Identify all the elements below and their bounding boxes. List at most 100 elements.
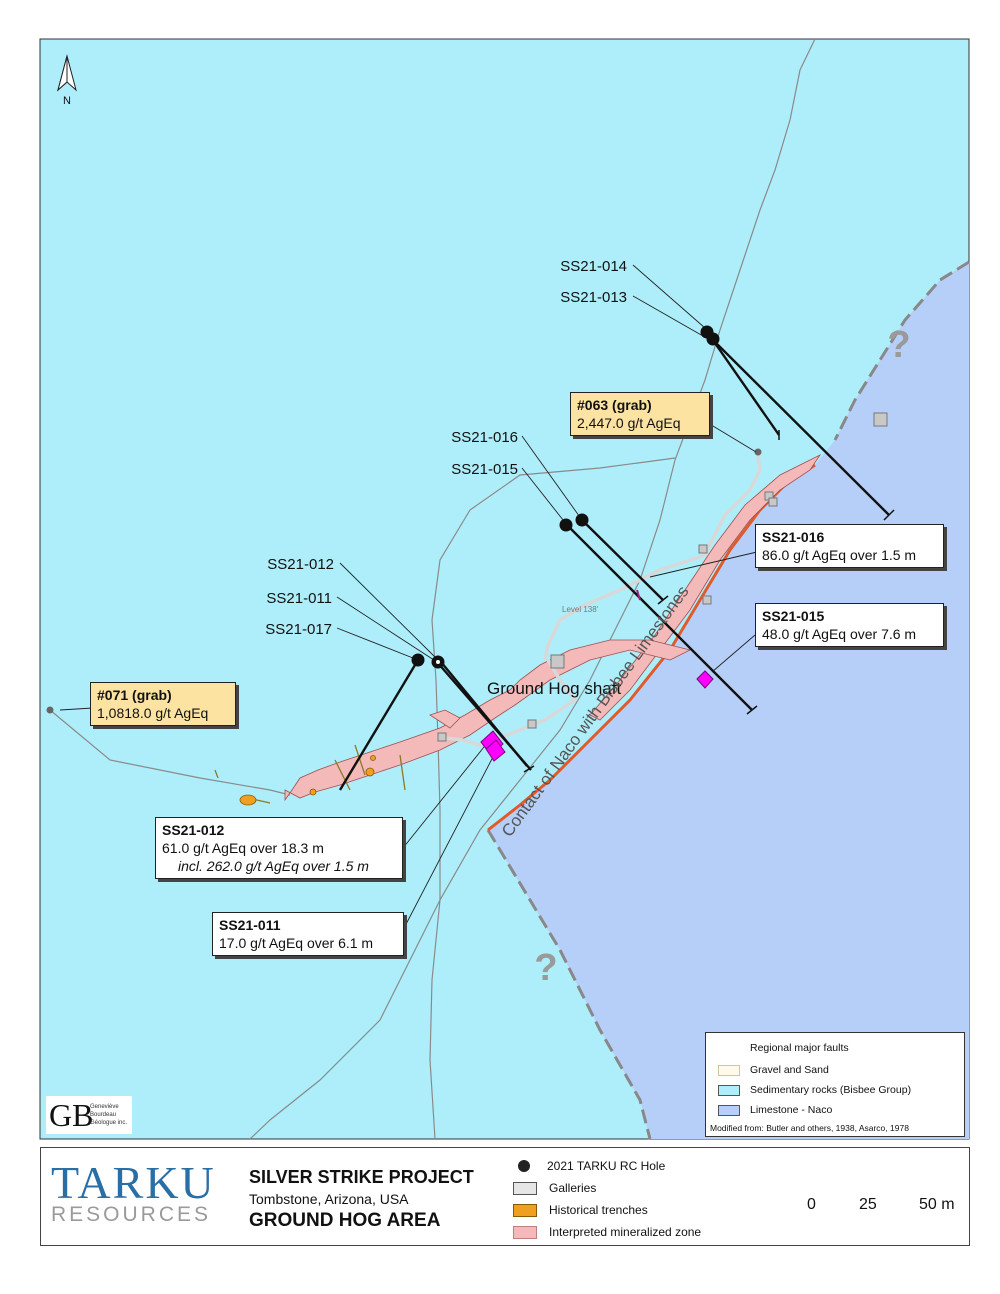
gb-logo-letters: GB xyxy=(49,1097,94,1133)
leader-ss21-011 xyxy=(336,596,438,663)
area-title: GROUND HOG AREA xyxy=(249,1210,441,1231)
trench-pit xyxy=(309,788,317,796)
road-loop xyxy=(429,457,676,1140)
legend-trenches-row: Historical trenches xyxy=(513,1203,648,1217)
leader-ss21-013 xyxy=(632,295,711,341)
gb-logo-line1: Geneviève xyxy=(90,1104,119,1110)
hole-label-ss21-015: SS21-015 xyxy=(451,461,518,478)
north-arrow xyxy=(57,54,77,92)
trace-ss21-015 xyxy=(566,524,753,711)
leader-ss21-016 xyxy=(521,435,583,521)
gallery-marker xyxy=(873,412,888,427)
trace-ss21-017 xyxy=(338,659,420,791)
ground-hog-shaft-label: Ground Hog shaft xyxy=(487,679,621,698)
sample-value-071: 1,0818.0 g/t AgEq xyxy=(97,705,209,721)
level-label: Level 138' xyxy=(562,605,599,614)
leader-ss21-017 xyxy=(336,627,419,661)
legend-hole-label: 2021 TARKU RC Hole xyxy=(547,1159,666,1173)
trace-ss21-013 xyxy=(711,338,890,516)
trench xyxy=(334,759,351,791)
sample-value-063: 2,447.0 g/t AgEq xyxy=(577,415,681,431)
mineralized-zone-small xyxy=(429,709,461,729)
hole-label-ss21-016: SS21-016 xyxy=(451,429,518,446)
trace-ss21-014 xyxy=(707,332,780,436)
leader-011-result xyxy=(402,754,495,931)
legend-galleries-row: Galleries xyxy=(513,1181,596,1195)
north-label: N xyxy=(63,95,71,107)
legend-galleries-label: Galleries xyxy=(549,1181,597,1195)
limestone-naco-area xyxy=(488,262,969,1139)
leader-012-result xyxy=(402,741,489,849)
legend-zone-row: Interpreted mineralized zone xyxy=(513,1225,701,1239)
trench-pit xyxy=(239,794,257,806)
gb-logo-line2: Bourdeau xyxy=(90,1112,117,1118)
regional-fault-sw xyxy=(486,829,652,1140)
title-block: TARKU RESOURCES SILVER STRIKE PROJECT To… xyxy=(40,1147,970,1246)
legend-limestone-swatch xyxy=(718,1104,740,1116)
result-value-ss21-011: 17.0 g/t AgEq over 6.1 m xyxy=(219,935,374,951)
legend-sedimentary-label: Sedimentary rocks (Bisbee Group) xyxy=(750,1084,912,1096)
map-legend: Regional major faults Gravel and Sand Se… xyxy=(705,1032,965,1137)
intercept-ss21-011 xyxy=(485,739,506,762)
sample-callout-063: #063 (grab) 2,447.0 g/t AgEq xyxy=(570,392,710,436)
legend-row-sedimentary: Sedimentary rocks (Bisbee Group) xyxy=(718,1083,911,1097)
collar-ss21-013 xyxy=(706,332,720,346)
gallery-marker xyxy=(698,544,708,554)
leader-ss21-014 xyxy=(632,264,706,329)
legend-hole-row: 2021 TARKU RC Hole xyxy=(513,1159,665,1173)
hole-label-ss21-013: SS21-013 xyxy=(560,289,627,306)
hole-label-ss21-012: SS21-012 xyxy=(267,556,334,573)
scale-label-25: 25 xyxy=(859,1196,877,1213)
gallery-marker xyxy=(702,595,712,605)
hole-label-ss21-014: SS21-014 xyxy=(560,258,627,275)
ground-hog-shaft-marker xyxy=(550,654,565,669)
legend-limestone-label: Limestone - Naco xyxy=(750,1104,833,1116)
hole-label-ss21-017: SS21-017 xyxy=(265,621,332,638)
leader-ss21-015 xyxy=(521,467,568,526)
scale-label-50: 50 m xyxy=(919,1196,955,1213)
tarku-logo-name: TARKU xyxy=(51,1157,216,1208)
gb-logo: GB Geneviève Bourdeau Géologue inc. xyxy=(46,1096,132,1134)
result-title-ss21-012: SS21-012 xyxy=(162,822,225,838)
sample-title-071: #071 (grab) xyxy=(97,687,172,703)
tarku-logo-sub: RESOURCES xyxy=(51,1203,212,1226)
legend-zone-swatch xyxy=(513,1225,537,1239)
gallery-main xyxy=(543,454,762,661)
legend-faults-label: Regional major faults xyxy=(750,1042,849,1054)
trench-pit xyxy=(370,755,376,761)
result-title-ss21-016: SS21-016 xyxy=(762,529,825,545)
question-mark-sw: ? xyxy=(534,947,557,989)
result-value-ss21-015: 48.0 g/t AgEq over 7.6 m xyxy=(762,626,917,642)
result-value-ss21-012: 61.0 g/t AgEq over 18.3 m xyxy=(162,840,324,856)
collar-ss21-017 xyxy=(411,653,425,667)
gallery-lower xyxy=(444,659,578,747)
leader-063 xyxy=(702,419,757,453)
legend-zone-label: Interpreted mineralized zone xyxy=(549,1225,702,1239)
trail-west xyxy=(49,709,291,796)
trench-pit xyxy=(365,767,375,777)
hole-label-ss21-011: SS21-011 xyxy=(266,590,332,607)
question-mark-ne: ? xyxy=(887,324,910,366)
result-value-ss21-016: 86.0 g/t AgEq over 1.5 m xyxy=(762,547,917,563)
leader-015-result xyxy=(711,634,756,673)
leader-016-result xyxy=(649,551,758,578)
trace-ss21-016 xyxy=(581,519,664,601)
legend-hole-swatch xyxy=(518,1160,530,1172)
legend-row-faults: Regional major faults xyxy=(750,1041,849,1055)
leader-ss21-012 xyxy=(339,562,439,661)
legend-galleries-swatch xyxy=(513,1181,537,1195)
legend-row-limestone: Limestone - Naco xyxy=(718,1103,832,1117)
sample-title-063: #063 (grab) xyxy=(577,397,652,413)
tarku-logo: TARKU RESOURCES xyxy=(51,1157,241,1226)
gb-logo-line3: Géologue inc. xyxy=(90,1120,128,1126)
project-location: Tombstone, Arizona, USA xyxy=(249,1191,409,1207)
collar-ss21-016 xyxy=(575,513,589,527)
result-title-ss21-011: SS21-011 xyxy=(219,917,281,933)
legend-source: Modified from: Butler and others, 1938, … xyxy=(710,1123,909,1133)
legend-gravel-swatch xyxy=(718,1064,740,1076)
intercept-ss21-016 xyxy=(636,589,641,601)
trench xyxy=(214,769,219,779)
intercept-ss21-015 xyxy=(696,670,714,689)
gallery-marker xyxy=(437,732,447,742)
